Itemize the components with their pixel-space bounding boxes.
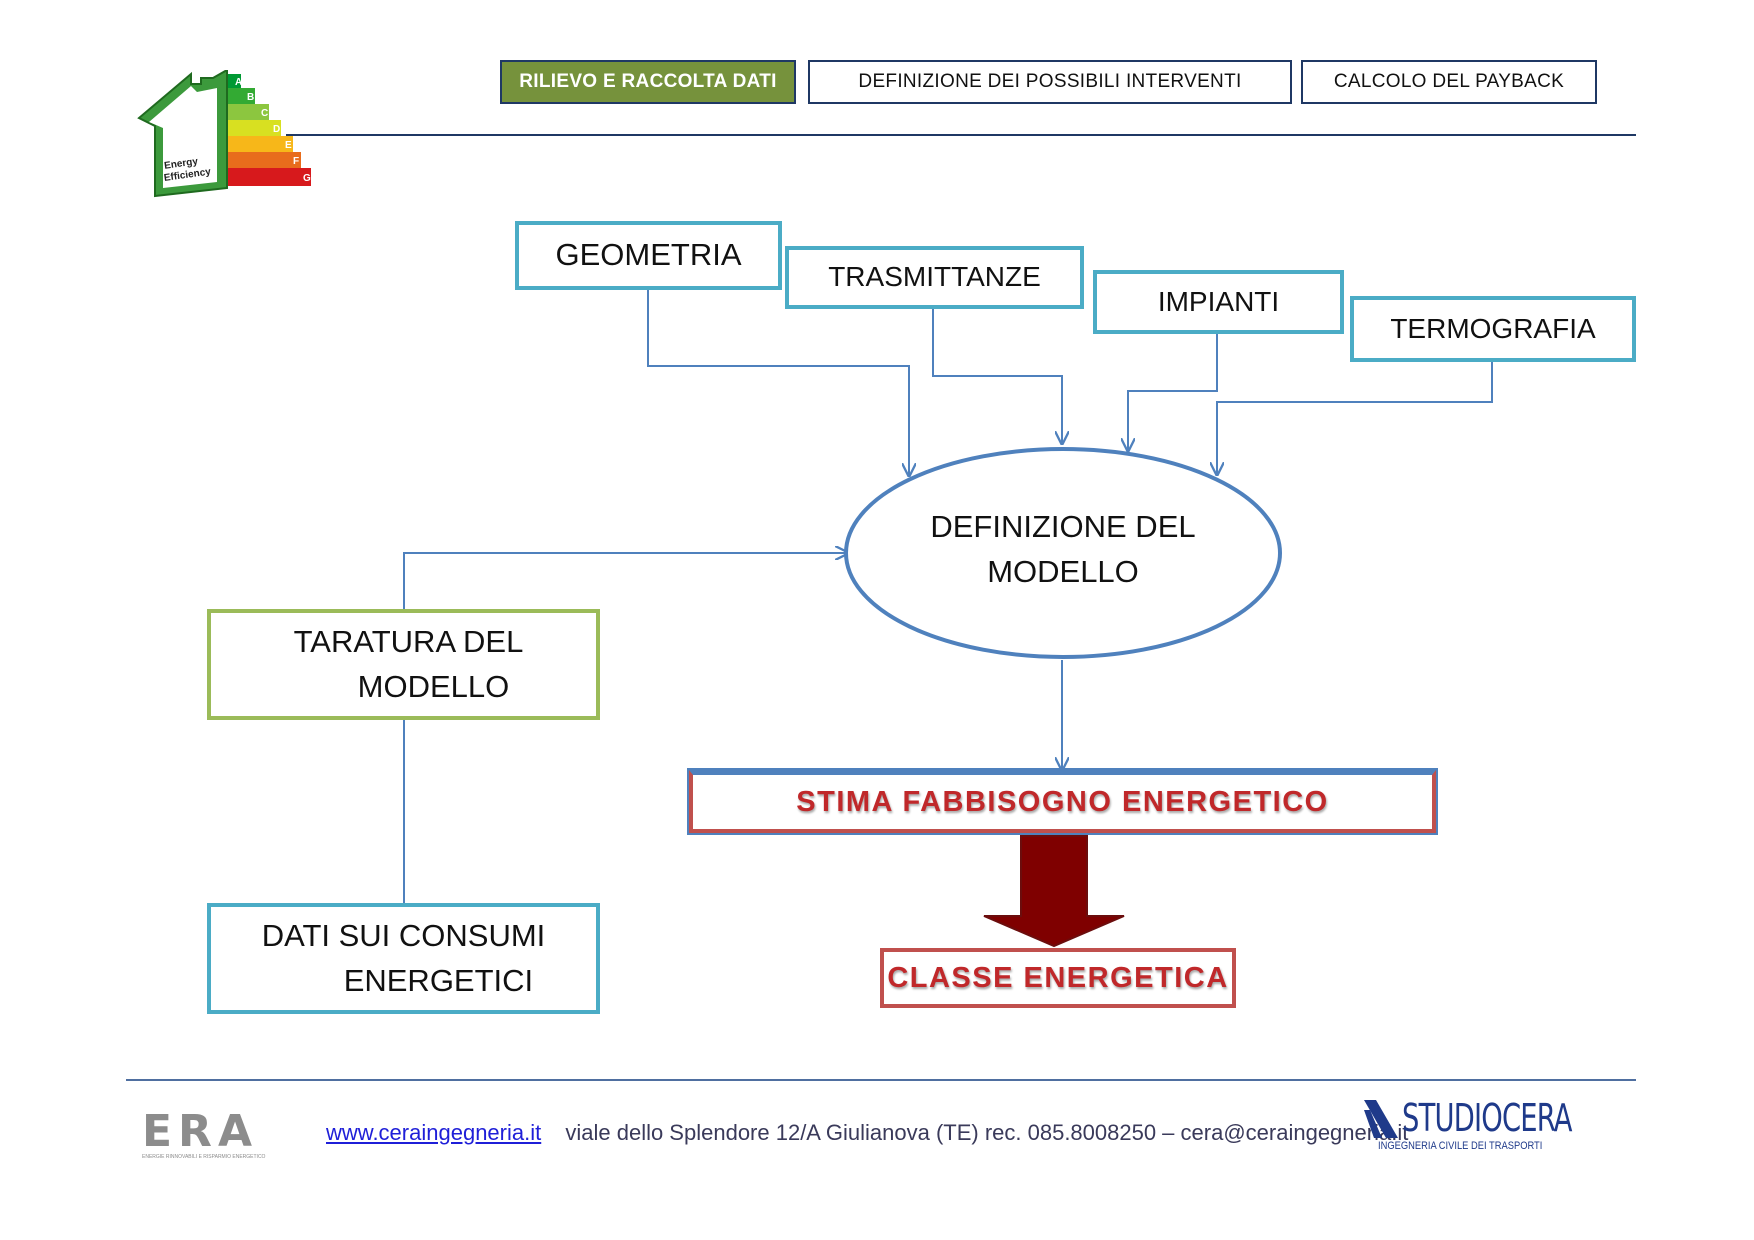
taratura-line1: TARATURA DEL [293, 623, 524, 659]
class-label-e: E [285, 140, 292, 151]
consumi-line2: ENERGETICI [343, 962, 534, 998]
tab-rilievo[interactable]: RILIEVO E RACCOLTA DATI [500, 60, 796, 104]
era-logo-text: ERA [142, 1106, 258, 1157]
consumi-line1: DATI SUI CONSUMI [261, 917, 546, 953]
box-taratura: TARATURA DEL MODELLO [207, 609, 600, 720]
footer-divider [126, 1079, 1636, 1081]
connector-termografia [1217, 360, 1493, 475]
energy-class-bars [227, 74, 311, 186]
header-divider [286, 134, 1636, 136]
era-logo-subtext: ENERGIE RINNOVABILI E RISPARMIO ENERGETI… [142, 1154, 266, 1160]
box-dati-consumi: DATI SUI CONSUMI ENERGETICI [207, 903, 600, 1014]
box-stima-fabbisogno: STIMA FABBISOGNO ENERGETICO [689, 770, 1436, 833]
model-label-line1: DEFINIZIONE DEL [930, 509, 1196, 544]
studiocera-logo-text: STUDIOCERA [1402, 1096, 1572, 1140]
class-label-g: G [303, 173, 311, 184]
connector-impianti [1128, 333, 1218, 451]
studiocera-logo: STUDIOCERA INGEGNERIA CIVILE DEI TRASPOR… [1364, 1096, 1604, 1160]
connector-taratura [403, 553, 848, 610]
model-label-line2: MODELLO [987, 553, 1139, 589]
studiocera-mark-icon [1364, 1100, 1398, 1138]
connector-geometria [647, 288, 909, 476]
down-arrow-icon [983, 835, 1125, 948]
tab-definizione-interventi[interactable]: DEFINIZIONE DEI POSSIBILI INTERVENTI [808, 60, 1292, 104]
box-termografia: TERMOGRAFIA [1350, 296, 1636, 362]
class-label-b: B [247, 92, 254, 103]
model-label: DEFINIZIONE DEL MODELLO [880, 505, 1246, 595]
box-geometria: GEOMETRIA [515, 221, 782, 290]
class-label-a: A [235, 77, 242, 88]
class-label-c: C [261, 108, 268, 119]
era-logo: ERA ENERGIE RINNOVABILI E RISPARMIO ENER… [142, 1106, 298, 1161]
box-trasmittanze: TRASMITTANZE [785, 246, 1084, 309]
model-ellipse [844, 447, 1282, 659]
website-link[interactable]: www.ceraingegneria.it [326, 1120, 542, 1145]
connector-trasmittanze [932, 308, 1062, 444]
energy-efficiency-logo: A B C D E F G Energy Efficiency [137, 70, 311, 198]
footer-contact: www.ceraingegneria.it viale dello Splend… [326, 1120, 1408, 1146]
logo-energy-text: Energy [164, 156, 200, 172]
studiocera-logo-subtext: INGEGNERIA CIVILE DEI TRASPORTI [1378, 1140, 1543, 1152]
box-impianti: IMPIANTI [1093, 270, 1344, 334]
taratura-line2: MODELLO [357, 668, 510, 704]
class-label-f: F [293, 156, 299, 167]
box-classe-energetica: CLASSE ENERGETICA [880, 948, 1236, 1008]
tab-calcolo-payback[interactable]: CALCOLO DEL PAYBACK [1301, 60, 1597, 104]
footer-address: viale dello Splendore 12/A Giulianova (T… [565, 1120, 1409, 1145]
class-label-d: D [273, 124, 280, 135]
